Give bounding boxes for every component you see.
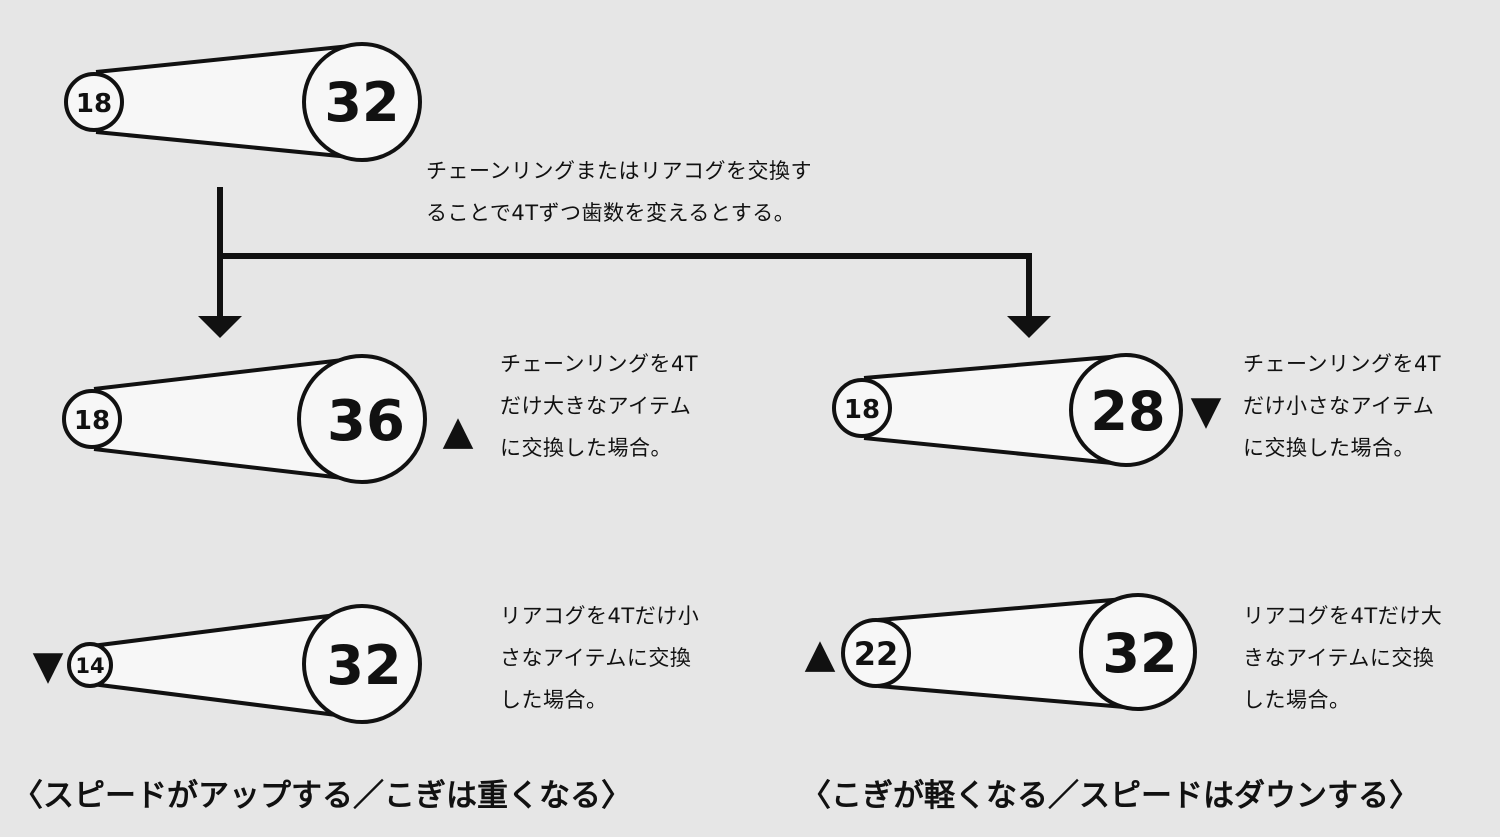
drivetrain-top: 18 32 (64, 42, 422, 162)
drivetrain-cog-up: 22 32 ▲ (805, 593, 1197, 711)
note-line: リアコグを4Tだけ小 (500, 604, 700, 628)
rear-cog-teeth: 18 (844, 395, 880, 425)
chainring-teeth: 32 (326, 634, 401, 697)
drivetrain-chainring-up: 18 36 ▲ (62, 354, 474, 484)
note-line: さなアイテムに交換 (500, 646, 692, 670)
rear-cog (64, 72, 124, 132)
note-line: に交換した場合。 (1243, 436, 1415, 460)
drivetrain-chainring-down: 18 28 ▼ (832, 353, 1222, 467)
caption-right: 〈こぎが軽くなる／スピードはダウンする〉 (800, 778, 1420, 814)
chainring-teeth: 28 (1090, 380, 1165, 443)
arrow-right-head (1007, 316, 1051, 338)
chainring-up-note: チェーンリングを4T だけ大きなアイテム に交換した場合。 (500, 343, 698, 469)
drivetrain-cog-down: 14 32 ▼ (33, 604, 422, 724)
note-line: した場合。 (1243, 688, 1351, 712)
note-line: だけ大きなアイテム (500, 394, 692, 418)
increase-marker: ▲ (443, 408, 474, 454)
chainring (302, 42, 422, 162)
increase-marker: ▲ (805, 631, 836, 677)
note-line: きなアイテムに交換 (1243, 646, 1435, 670)
chainring-teeth: 36 (327, 389, 405, 454)
rear-cog-teeth: 18 (76, 89, 112, 119)
chainring (302, 604, 422, 724)
rear-cog-teeth: 14 (75, 654, 104, 678)
caption-left: 〈スピードがアップする／こぎは重くなる〉 (12, 778, 632, 814)
rear-cog (67, 642, 113, 688)
note-line: に交換した場合。 (500, 436, 672, 460)
chainring-teeth: 32 (1102, 622, 1177, 685)
note-line: だけ小さなアイテム (1243, 394, 1435, 418)
decrease-marker: ▼ (33, 643, 64, 689)
chainring (297, 354, 427, 484)
note-line: チェーンリングまたはリアコグを交換す (426, 159, 812, 183)
rear-cog-teeth: 22 (854, 635, 899, 673)
note-line: した場合。 (500, 688, 608, 712)
note-line: チェーンリングを4T (500, 352, 699, 376)
decrease-marker: ▼ (1191, 388, 1222, 434)
note-line: リアコグを4Tだけ大 (1243, 604, 1443, 628)
note-line: ることで4Tずつ歯数を変えるとする。 (426, 201, 796, 225)
chainring (1069, 353, 1183, 467)
rear-cog (62, 389, 122, 449)
branch-arrows (198, 187, 1051, 338)
arrow-left-head (198, 316, 242, 338)
chainring (1079, 593, 1197, 711)
cog-up-note: リアコグを4Tだけ大 きなアイテムに交換 した場合。 (1243, 595, 1442, 721)
note-line: チェーンリングを4T (1243, 352, 1442, 376)
top-note: チェーンリングまたはリアコグを交換す ることで4Tずつ歯数を変えるとする。 (426, 150, 812, 234)
cog-down-note: リアコグを4Tだけ小 さなアイテムに交換 した場合。 (500, 595, 699, 721)
rear-cog-teeth: 18 (74, 406, 110, 436)
chainring-down-note: チェーンリングを4T だけ小さなアイテム に交換した場合。 (1243, 343, 1441, 469)
chainring-teeth: 32 (324, 71, 399, 134)
rear-cog (832, 378, 892, 438)
rear-cog (841, 618, 911, 688)
